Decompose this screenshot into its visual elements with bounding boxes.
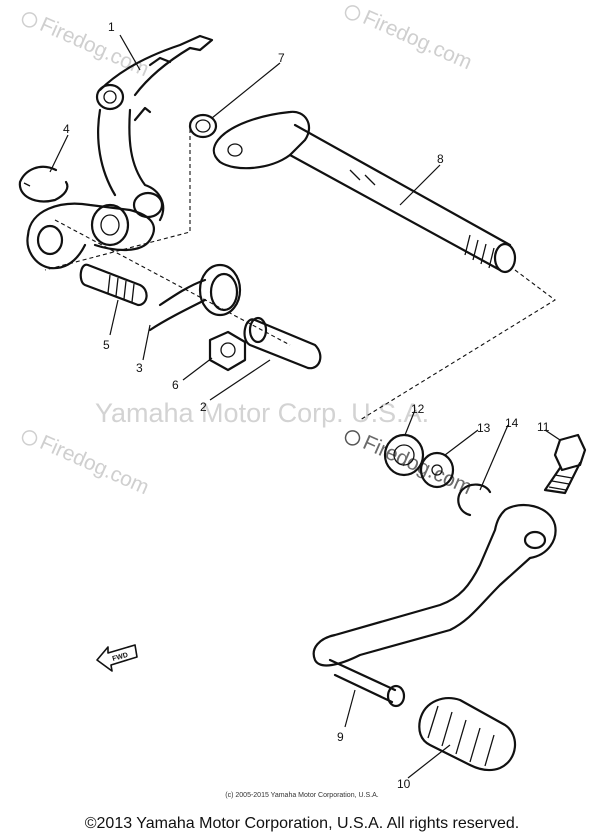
copyright-bottom: ©2013 Yamaha Motor Corporation, U.S.A. A… — [85, 815, 520, 832]
part-10-pedal-rubber — [418, 697, 516, 772]
part-1-shift-arm — [26, 34, 214, 270]
label-part-13: 13 — [477, 421, 491, 435]
part-7-bushing — [188, 113, 218, 139]
part-9-shift-pedal — [312, 503, 557, 708]
svg-text:Firedog.com: Firedog.com — [36, 431, 152, 499]
part-labels: 1 7 4 8 5 3 6 2 12 13 14 11 9 10 — [63, 20, 550, 791]
part-8-shift-shaft — [212, 110, 517, 274]
svg-text:Firedog.com: Firedog.com — [359, 6, 475, 74]
watermark-firedog-top-left: Firedog.com — [21, 12, 152, 81]
watermark-yamaha: Yamaha Motor Corp. U.S.A. — [95, 398, 429, 428]
svg-text:Firedog.com: Firedog.com — [36, 13, 152, 81]
label-part-2: 2 — [200, 400, 207, 414]
label-part-5: 5 — [103, 338, 110, 352]
part-14-circlip — [457, 483, 492, 517]
part-2-collar — [243, 316, 322, 370]
label-part-14: 14 — [505, 416, 519, 430]
label-part-12: 12 — [411, 402, 425, 416]
watermark-firedog-top-right: Firedog.com — [344, 5, 475, 74]
label-part-8: 8 — [437, 152, 444, 166]
watermark-firedog-mid-left: Firedog.com — [21, 430, 152, 499]
assembly-dashed-lines — [44, 122, 556, 421]
leader-lines — [49, 34, 561, 779]
label-part-4: 4 — [63, 122, 70, 136]
svg-text:FWD: FWD — [112, 652, 129, 663]
part-13-washer — [419, 451, 455, 489]
label-part-9: 9 — [337, 730, 344, 744]
part-11-bolt — [543, 433, 587, 495]
label-part-3: 3 — [136, 361, 143, 375]
label-part-11: 11 — [537, 420, 550, 434]
part-4-circlip — [18, 165, 69, 203]
label-part-6: 6 — [172, 378, 179, 392]
part-5-pin — [79, 263, 148, 307]
part-3-spring — [148, 263, 242, 332]
part-12-seal — [383, 433, 425, 477]
part-6-nut — [208, 330, 247, 372]
label-part-1: 1 — [108, 20, 115, 34]
fwd-arrow: FWD — [96, 644, 138, 672]
label-part-7: 7 — [278, 51, 285, 65]
copyright-small: (c) 2005-2015 Yamaha Motor Corporation, … — [225, 792, 378, 799]
label-part-10: 10 — [397, 777, 411, 791]
